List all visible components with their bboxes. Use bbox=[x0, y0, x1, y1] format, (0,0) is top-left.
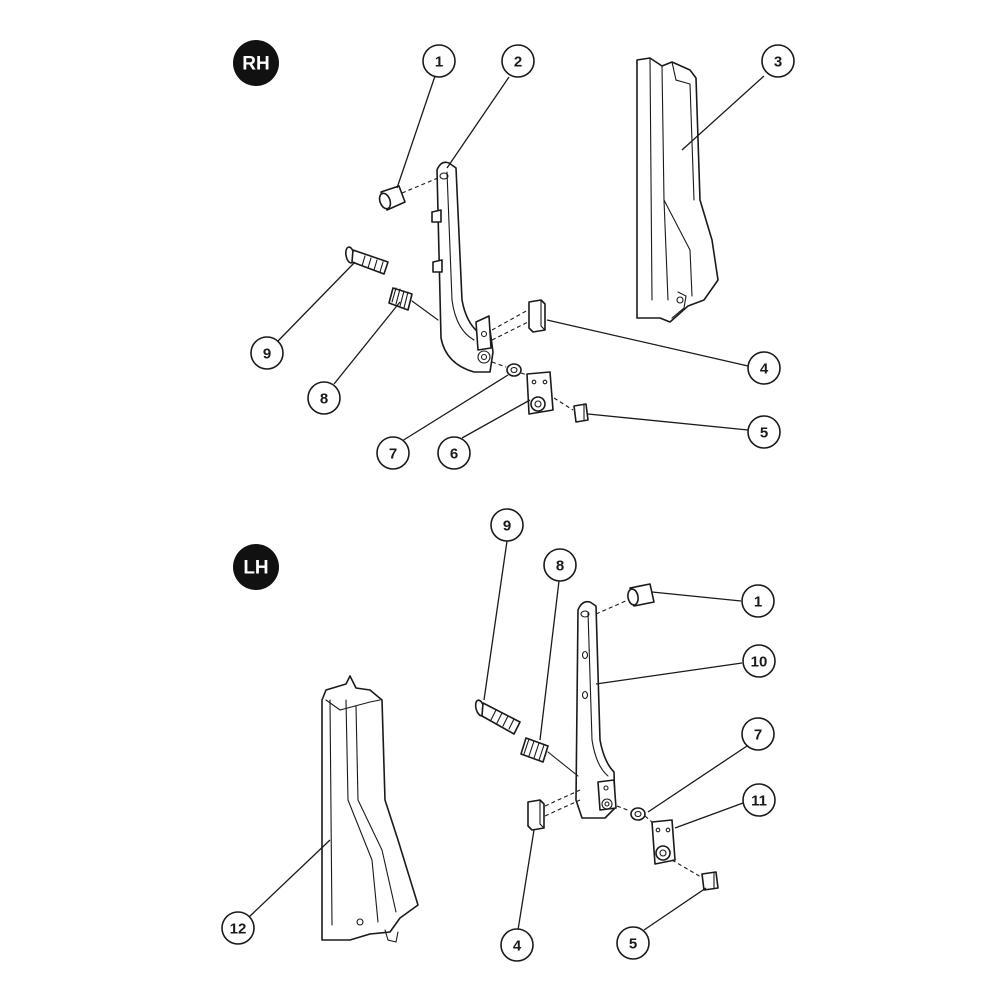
svg-text:5: 5 bbox=[629, 936, 637, 953]
rh-callout-2: 2 bbox=[501, 44, 535, 78]
lh-callout-1: 1 bbox=[741, 584, 775, 618]
lh-callout-7: 7 bbox=[741, 717, 775, 751]
lh-callout-8: 8 bbox=[543, 548, 577, 582]
rh-callout-3: 3 bbox=[761, 44, 795, 78]
lh-leader-lines bbox=[248, 540, 748, 931]
svg-text:RH: RH bbox=[242, 54, 269, 75]
rh-part-spring bbox=[388, 287, 439, 321]
lh-callout-5: 5 bbox=[616, 926, 650, 960]
lh-part-spring bbox=[520, 737, 579, 777]
rh-part-trim-cover bbox=[636, 57, 719, 323]
rh-callout-8: 8 bbox=[307, 381, 341, 415]
svg-text:3: 3 bbox=[774, 54, 782, 71]
lh-callout-4: 4 bbox=[500, 928, 534, 962]
svg-text:6: 6 bbox=[450, 446, 458, 463]
rh-callout-1: 1 bbox=[422, 44, 456, 78]
svg-text:8: 8 bbox=[320, 391, 328, 408]
svg-text:4: 4 bbox=[513, 938, 522, 955]
svg-text:1: 1 bbox=[435, 54, 443, 71]
lh-part-clip-5 bbox=[671, 859, 719, 891]
lh-callout-11: 11 bbox=[742, 783, 776, 817]
lh-assembly: LH bbox=[221, 508, 776, 962]
rh-part-bushing bbox=[378, 177, 439, 211]
rh-part-plate bbox=[520, 371, 554, 415]
lh-part-washer bbox=[616, 805, 646, 821]
rh-part-washer bbox=[491, 361, 522, 377]
svg-text:8: 8 bbox=[556, 558, 564, 575]
svg-text:9: 9 bbox=[503, 518, 511, 535]
rh-part-bracket-arm bbox=[431, 161, 494, 373]
rh-callout-5: 5 bbox=[747, 415, 781, 449]
lh-callout-9: 9 bbox=[490, 508, 524, 542]
svg-text:7: 7 bbox=[389, 446, 397, 463]
rh-part-clip-4 bbox=[491, 299, 546, 341]
rh-badge: RH bbox=[233, 40, 279, 86]
rh-leader-lines bbox=[277, 75, 765, 442]
rh-callout-7: 7 bbox=[376, 436, 410, 470]
rh-callout-4: 4 bbox=[747, 351, 781, 385]
lh-part-trim-cover bbox=[321, 675, 419, 943]
svg-text:LH: LH bbox=[243, 558, 268, 579]
lh-callout-10: 10 bbox=[742, 644, 776, 678]
lh-part-bracket-arm bbox=[575, 600, 617, 819]
lh-badge: LH bbox=[233, 544, 279, 590]
svg-text:4: 4 bbox=[760, 361, 769, 378]
svg-text:12: 12 bbox=[230, 921, 247, 938]
svg-text:5: 5 bbox=[760, 425, 768, 442]
lh-part-bolt bbox=[474, 699, 521, 735]
lh-part-bushing bbox=[595, 583, 655, 615]
rh-callout-6: 6 bbox=[437, 436, 471, 470]
lh-part-plate bbox=[644, 815, 676, 865]
svg-text:11: 11 bbox=[751, 793, 767, 810]
lh-part-clip-4 bbox=[527, 789, 581, 831]
rh-part-clip-5 bbox=[553, 397, 589, 423]
rh-callout-9: 9 bbox=[250, 336, 284, 370]
svg-text:2: 2 bbox=[514, 54, 522, 71]
svg-text:9: 9 bbox=[263, 346, 271, 363]
lh-callout-12: 12 bbox=[221, 911, 255, 945]
svg-text:7: 7 bbox=[754, 727, 762, 744]
svg-text:1: 1 bbox=[754, 594, 762, 611]
svg-text:10: 10 bbox=[751, 654, 768, 671]
rh-assembly: RH bbox=[233, 40, 795, 470]
rh-part-bolt bbox=[345, 246, 389, 275]
